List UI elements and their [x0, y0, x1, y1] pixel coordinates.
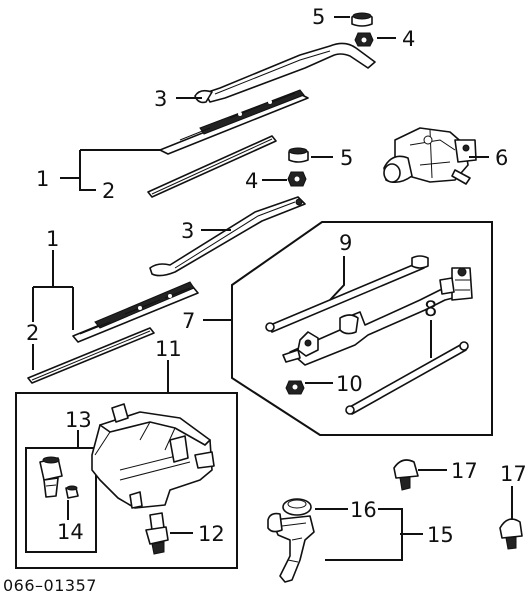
callout-8: 8 — [424, 297, 437, 321]
wiper-arm-top — [194, 42, 376, 104]
blade-refill-mid — [27, 327, 155, 384]
wiper-motor — [383, 127, 477, 185]
callout-2-left: 2 — [26, 321, 39, 345]
wiper-arm-mid — [149, 196, 306, 277]
leader-lines — [32, 16, 513, 561]
callout-15: 15 — [427, 523, 454, 547]
callout-1-left: 1 — [46, 227, 59, 251]
callout-3-mid: 3 — [181, 219, 194, 243]
washer-tank-fitting — [145, 512, 169, 555]
callout-10: 10 — [336, 372, 363, 396]
callout-1-top: 1 — [36, 167, 49, 191]
callout-4-mid: 4 — [245, 169, 258, 193]
callout-3-top: 3 — [154, 87, 167, 111]
washer-tank — [91, 403, 215, 509]
callout-5-top: 5 — [312, 5, 325, 29]
wiper-blade-mid — [72, 281, 199, 343]
blade-refill-top — [147, 135, 277, 198]
pump-grommet — [65, 485, 79, 499]
callout-12: 12 — [198, 522, 225, 546]
link-rod — [265, 255, 429, 333]
callout-14: 14 — [57, 520, 84, 544]
nut-top — [354, 32, 374, 47]
callout-17-a: 17 — [451, 459, 478, 483]
nut-mid — [287, 171, 307, 187]
callout-17-b: 17 — [500, 462, 527, 486]
washer-pump-inset-frame — [25, 447, 97, 553]
washer-pump — [39, 456, 63, 498]
pivot-cap-mid — [288, 147, 309, 163]
filler-cap — [282, 498, 312, 516]
wiper-blade-top — [159, 89, 309, 155]
washer-tank-frame — [15, 392, 238, 569]
callout-9: 9 — [339, 231, 352, 255]
callout-11: 11 — [155, 337, 182, 361]
callout-5-mid: 5 — [340, 146, 353, 170]
callout-13: 13 — [65, 408, 92, 432]
callout-4-top: 4 — [402, 27, 415, 51]
callout-7: 7 — [182, 309, 195, 333]
linkage-nut — [285, 380, 305, 395]
callout-16: 16 — [350, 498, 377, 522]
connecting-rod — [345, 341, 469, 415]
filler-neck — [267, 512, 315, 583]
washer-nozzle-b — [499, 518, 523, 550]
diagram-code: 066–01357 — [3, 576, 97, 595]
pivot-cap-top — [351, 12, 373, 27]
linkage-assembly-frame — [231, 221, 493, 436]
washer-nozzle-a — [393, 459, 419, 491]
callout-2-top: 2 — [102, 179, 115, 203]
callout-6: 6 — [495, 146, 508, 170]
linkage-pivot-frame — [282, 267, 473, 366]
